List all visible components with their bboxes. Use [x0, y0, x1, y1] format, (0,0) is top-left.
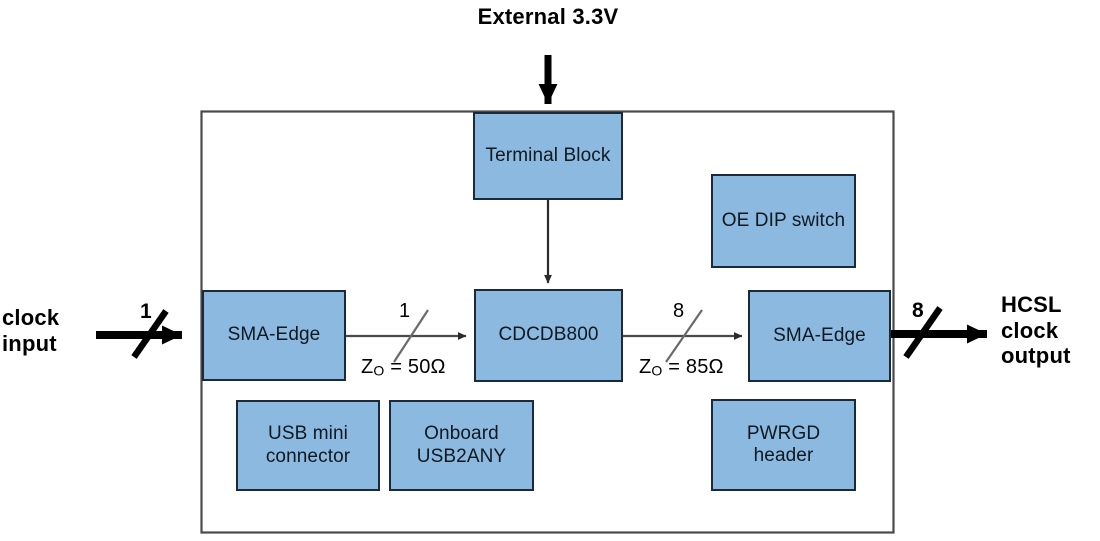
cdcdb800-to-sma-bus-slash — [665, 309, 703, 363]
clock-input-bus-slash — [131, 309, 169, 359]
block-pwrgd-header-label-line2: header — [753, 445, 814, 466]
cdcdb800-to-sma-bus-count-value: 8 — [673, 300, 685, 322]
impedance-50-ohm-text: ZO = 50Ω — [361, 356, 446, 379]
block-onboard-usb2any[interactable]: Onboard USB2ANY — [389, 400, 534, 491]
block-usb-mini-connector-label-line2: connector — [265, 445, 351, 467]
clock-output-bus-count-value: 8 — [912, 299, 924, 322]
sma-to-cdcdb800-bus-slash — [393, 309, 429, 363]
clock-output-label-line3: output — [1001, 343, 1071, 369]
block-sma-edge-output-label: SMA-Edge — [773, 324, 866, 346]
block-sma-edge-output[interactable]: SMA-Edge — [748, 290, 891, 382]
clock-input-label-line1: clock — [2, 305, 60, 330]
clock-output-label: HCSL clock output — [1001, 292, 1099, 369]
cdcdb800-to-sma-bus-count: 8 — [673, 300, 684, 323]
clock-output-label-line1: HCSL — [1001, 292, 1062, 317]
block-sma-edge-input[interactable]: SMA-Edge — [202, 290, 346, 381]
impedance-50-ohm: ZO = 50Ω — [361, 356, 446, 379]
external-power-label: External 3.3V — [456, 4, 640, 30]
block-pwrgd-header[interactable]: PWRGD header — [711, 399, 856, 491]
block-usb-mini-connector-label-line1: USB mini — [268, 423, 348, 445]
block-onboard-usb2any-label-line1: Onboard — [424, 423, 499, 445]
clock-output-label-line2: clock — [1001, 317, 1059, 343]
external-power-label-line2: 3.3V — [572, 4, 619, 29]
clock-output-bus-slash — [903, 306, 943, 359]
block-terminal-block-label: Terminal Block — [485, 144, 611, 166]
block-cdcdb800-label: CDCDB800 — [498, 324, 599, 346]
clock-input-label-line2: input — [2, 330, 57, 356]
clock-output-bus-count: 8 — [912, 299, 924, 323]
block-sma-edge-input-label: SMA-Edge — [227, 324, 321, 346]
block-onboard-usb2any-label-line2: USB2ANY — [416, 445, 507, 467]
block-cdcdb800[interactable]: CDCDB800 — [474, 289, 623, 382]
clock-input-label: clock input — [2, 305, 88, 356]
block-usb-mini-connector[interactable]: USB mini connector — [236, 400, 380, 491]
sma-to-cdcdb800-bus-count-value: 1 — [399, 300, 411, 322]
clock-input-bus-count: 1 — [140, 300, 152, 324]
clock-input-bus-count-value: 1 — [140, 300, 152, 323]
block-oe-dip-switch-label: OE DIP switch — [721, 209, 846, 231]
block-pwrgd-header-label-line1: PWRGD — [746, 422, 821, 444]
impedance-85-ohm-text: ZO = 85Ω — [639, 356, 724, 379]
impedance-85-ohm: ZO = 85Ω — [639, 356, 724, 379]
sma-to-cdcdb800-bus-count: 1 — [399, 300, 410, 323]
block-terminal-block[interactable]: Terminal Block — [473, 112, 623, 200]
evm-board-boundary — [200, 110, 895, 534]
block-oe-dip-switch[interactable]: OE DIP switch — [711, 174, 856, 268]
external-power-label-line1: External — [477, 4, 567, 29]
